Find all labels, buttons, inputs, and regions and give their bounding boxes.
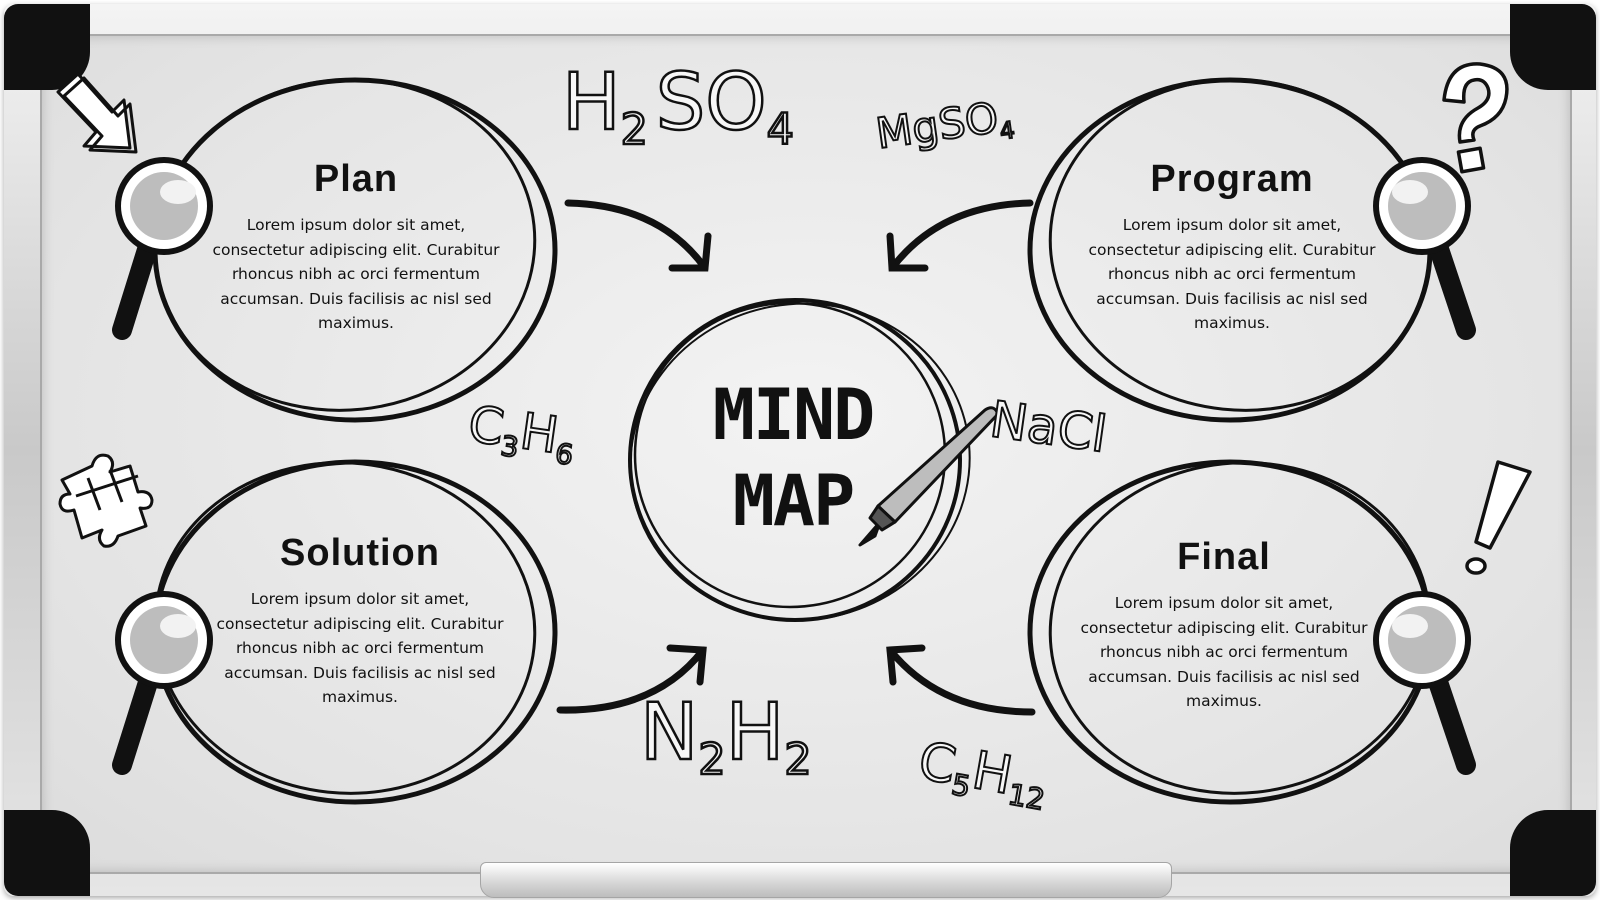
connector-arrows	[556, 199, 1036, 716]
center-title-line2: MAP	[732, 460, 855, 542]
node-body: Lorem ipsum dolor sit amet, consectetur …	[1080, 594, 1368, 710]
node-program: Program Lorem ipsum dolor sit amet, cons…	[1082, 158, 1382, 336]
node-solution: Solution Lorem ipsum dolor sit amet, con…	[210, 532, 510, 710]
formula-n2h2: N2H2	[639, 687, 813, 787]
node-body: Lorem ipsum dolor sit amet, consectetur …	[1088, 216, 1376, 332]
whiteboard-frame	[4, 4, 1596, 896]
arrow-down-right-icon	[56, 72, 138, 154]
node-final: Final Lorem ipsum dolor sit amet, consec…	[1074, 536, 1374, 714]
whiteboard-surface	[40, 34, 1572, 874]
node-body: Lorem ipsum dolor sit amet, consectetur …	[216, 590, 504, 706]
frame-corner-bottom-left	[4, 810, 90, 896]
question-mark-icon	[1442, 62, 1509, 174]
puzzle-icon	[58, 453, 154, 548]
magnifier-icon	[112, 591, 213, 775]
node-plan: Plan Lorem ipsum dolor sit amet, consect…	[206, 158, 506, 336]
magnifier-icon	[1373, 157, 1476, 340]
exclamation-icon	[1465, 460, 1532, 575]
frame-corner-bottom-right	[1510, 810, 1596, 896]
center-title-line1: MIND	[712, 374, 876, 456]
frame-corner-top-right	[1510, 4, 1596, 90]
node-title: Plan	[313, 158, 399, 200]
center-title: MIND MAP	[688, 372, 898, 544]
marker-pen-icon	[858, 406, 1000, 547]
node-body: Lorem ipsum dolor sit amet, consectetur …	[212, 216, 500, 332]
magnifier-icon	[112, 157, 213, 340]
node-title: Final	[1177, 536, 1271, 578]
node-title: Program	[1150, 158, 1314, 200]
node-title: Solution	[280, 532, 440, 574]
magnifier-icon	[1373, 591, 1476, 775]
marker-tray	[480, 862, 1172, 898]
formula-h2so4: H2 SO4	[561, 57, 795, 157]
